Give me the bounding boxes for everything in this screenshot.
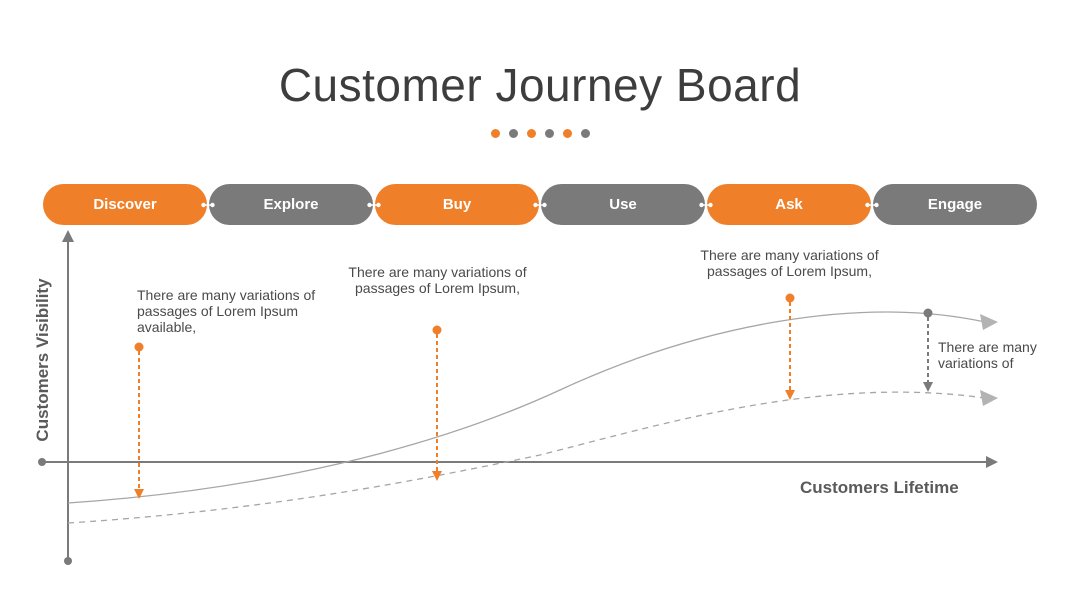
stage-buy[interactable]: Buy <box>375 184 539 225</box>
visibility-curve <box>67 311 986 504</box>
x-axis-arrow-icon <box>986 456 998 468</box>
marker-arrow-icon <box>923 382 933 392</box>
note-buy: There are many variations of passages of… <box>348 264 527 296</box>
stage-engage[interactable]: Engage <box>873 184 1037 225</box>
marker-arrow-icon <box>134 489 144 499</box>
title-dot <box>526 129 536 138</box>
connector-icon <box>865 202 879 208</box>
marker-dot <box>785 293 795 303</box>
title-dot <box>508 129 518 138</box>
y-axis-origin-dot <box>64 557 72 565</box>
marker-dot <box>432 325 442 335</box>
x-axis-origin-dot <box>38 458 46 466</box>
stage-discover[interactable]: Discover <box>43 184 207 225</box>
page-title: Customer Journey Board <box>278 59 802 111</box>
connector-icon <box>533 202 547 208</box>
marker-dot <box>134 342 144 352</box>
note-ask: There are many variations of passages of… <box>700 247 879 279</box>
note-engage: There are many variations of <box>938 339 1037 371</box>
stage-ask[interactable]: Ask <box>707 184 871 225</box>
y-axis-label: Customers Visibility <box>33 278 52 442</box>
y-axis-arrow-icon <box>62 230 74 242</box>
marker-arrow-icon <box>785 390 795 400</box>
marker-dot <box>923 308 933 318</box>
curve-arrow-icon <box>980 314 998 330</box>
title-dot <box>544 129 554 138</box>
title-dot <box>580 129 590 138</box>
connector-icon <box>367 202 381 208</box>
visibility-dashed-curve <box>67 391 986 524</box>
title-dots <box>0 129 1080 138</box>
title-dot <box>490 129 500 138</box>
connector-icon <box>699 202 713 208</box>
connector-icon <box>201 202 215 208</box>
note-discover: There are many variations of passages of… <box>137 287 316 335</box>
marker-arrow-icon <box>432 471 442 481</box>
dashed-curve-arrow-icon <box>980 390 998 406</box>
x-axis-label: Customers Lifetime <box>800 478 959 497</box>
stage-use[interactable]: Use <box>541 184 705 225</box>
stage-explore[interactable]: Explore <box>209 184 373 225</box>
title-dot <box>562 129 572 138</box>
journey-stages: Discover Explore Buy Use Ask Engage <box>43 184 1037 225</box>
